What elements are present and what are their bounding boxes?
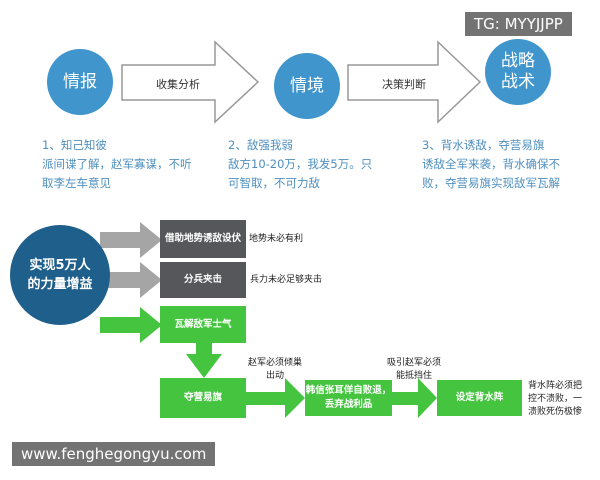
step-title: 2、敌强我弱 bbox=[228, 138, 293, 152]
box-morale: 瓦解敌军士气 bbox=[160, 306, 246, 343]
gray-arrow-2 bbox=[100, 262, 162, 298]
step-line: 派间谍了解，赵军寡谋，不听 bbox=[42, 157, 192, 171]
circle-strategy-line: 战术 bbox=[501, 72, 535, 92]
box-ambush: 借助地势诱敌设伏 bbox=[160, 220, 246, 258]
circle-strategy: 战略 战术 bbox=[485, 39, 551, 105]
circle-strategy-line: 战略 bbox=[501, 51, 535, 71]
note-line: 吸引赵军必须 bbox=[387, 358, 442, 368]
note-all-out: 赵军必须倾巢 出动 bbox=[248, 357, 302, 383]
box-seize-camp: 夺营易旗 bbox=[160, 378, 246, 418]
goal-circle: 实现5万人 的力量增益 bbox=[10, 225, 110, 325]
green-down-arrow bbox=[186, 343, 222, 378]
goal-line: 实现5万人 bbox=[29, 258, 91, 273]
green-arrow-4 bbox=[246, 378, 305, 418]
box-line: 韩信张耳佯自败退， bbox=[305, 385, 392, 396]
step-title: 1、知己知彼 bbox=[42, 138, 107, 152]
step-line: 敌方10-20万，我发5万。只 bbox=[228, 157, 373, 171]
step-3: 3、背水诱敌，夺营易旗 诱敌全军来袭，背水确保不 败，夺营易旗实现敌军瓦解 bbox=[422, 136, 560, 193]
step-line: 可智取，不可力敌 bbox=[228, 176, 320, 190]
circle-situation: 情境 bbox=[274, 53, 340, 119]
arrow-collect bbox=[121, 40, 260, 124]
box-backwater: 设定背水阵 bbox=[437, 380, 522, 416]
note-line: 控不溃败，一 bbox=[528, 394, 583, 404]
note-hold: 吸引赵军必须 能抵挡住 bbox=[387, 357, 441, 383]
arrow-decide bbox=[347, 40, 482, 124]
arrow-label-decide: 决策判断 bbox=[382, 78, 426, 91]
step-2: 2、敌强我弱 敌方10-20万，我发5万。只 可智取，不可力敌 bbox=[228, 136, 372, 193]
step-title: 3、背水诱敌，夺营易旗 bbox=[422, 138, 545, 152]
step-line: 诱敌全军来袭，背水确保不 bbox=[422, 157, 560, 171]
box-pincer: 分兵夹击 bbox=[160, 262, 246, 298]
goal-line: 的力量增益 bbox=[27, 277, 93, 292]
step-line: 败，夺营易旗实现敌军瓦解 bbox=[422, 176, 560, 190]
note-forces: 兵力未必足够夹击 bbox=[250, 275, 323, 285]
circle-intel: 情报 bbox=[47, 49, 113, 115]
note-terrain: 地势未必有利 bbox=[249, 234, 304, 244]
step-line: 取李左车意见 bbox=[42, 176, 111, 190]
step-1: 1、知己知彼 派间谍了解，赵军寡谋，不听 取李左车意见 bbox=[42, 136, 192, 193]
green-arrow-3 bbox=[100, 307, 162, 343]
gray-arrow-1 bbox=[100, 222, 162, 258]
note-line: 溃败死伤极惨 bbox=[528, 407, 583, 417]
note-line: 赵军必须倾巢 bbox=[248, 358, 303, 368]
note-line: 能抵挡住 bbox=[396, 371, 433, 381]
arrow-label-collect: 收集分析 bbox=[156, 78, 200, 91]
box-line: 丢弃战利品 bbox=[324, 399, 373, 410]
note-backwater: 背水阵必须把 控不溃败，一 溃败死伤极惨 bbox=[528, 380, 582, 419]
watermark-site: www.fenghegongyu.com bbox=[12, 442, 216, 466]
green-arrow-5 bbox=[392, 378, 437, 418]
watermark-tg: TG: MYYJJPP bbox=[465, 12, 572, 36]
box-feign-retreat: 韩信张耳佯自败退， 丢弃战利品 bbox=[305, 380, 392, 416]
note-line: 背水阵必须把 bbox=[528, 381, 583, 391]
note-line: 出动 bbox=[266, 371, 285, 381]
